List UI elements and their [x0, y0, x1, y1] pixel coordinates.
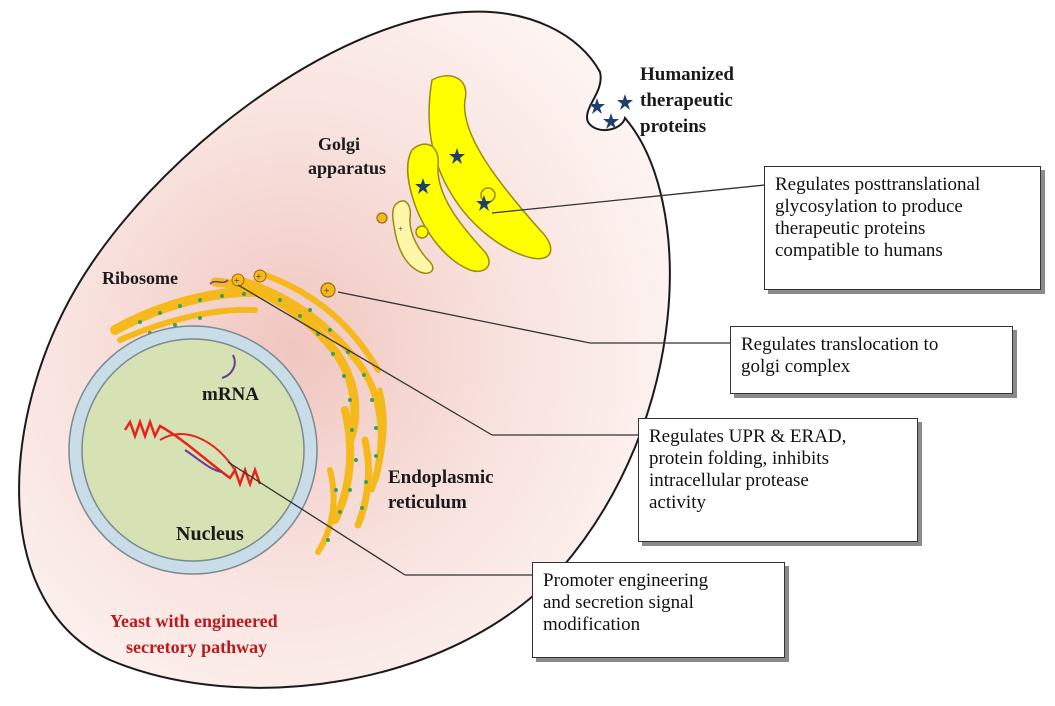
callout-line: therapeutic proteins [775, 218, 926, 239]
callout-line: intracellular protease [649, 470, 809, 491]
svg-text:+: + [234, 276, 240, 287]
golgi-vesicle [415, 225, 429, 239]
svg-text:+: + [398, 224, 403, 234]
callout-line: Regulates posttranslational [775, 174, 981, 195]
er-ribosome-dots [138, 292, 378, 542]
callout-glycosylation: Regulates posttranslational glycosylatio… [764, 166, 1041, 290]
humanized-label-3: proteins [640, 116, 706, 137]
callout-line: modification [543, 614, 641, 635]
golgi-cisterna-large [428, 75, 552, 260]
yeast-label-2: secretory pathway [126, 637, 267, 657]
mrna-strand [221, 354, 236, 379]
svg-text:+: + [324, 286, 330, 297]
svg-text:+: + [256, 272, 262, 283]
transport-vesicle: + [320, 282, 336, 298]
er-label-2: reticulum [388, 492, 467, 513]
golgi-cisterna-middle [407, 143, 490, 272]
callout-line: golgi complex [741, 356, 851, 377]
star-icon [476, 195, 492, 211]
yeast-label-1: Yeast with engineered [110, 611, 278, 631]
ribosome: + + [209, 269, 267, 287]
callout-translocation: Regulates translocation to golgi complex [730, 326, 1013, 394]
nucleus [68, 325, 318, 575]
humanized-label-1: Humanized [640, 64, 734, 85]
humanized-label-2: therapeutic [640, 90, 733, 111]
star-icon [415, 178, 431, 194]
star-icon [603, 113, 619, 129]
callout-line: and secretion signal [543, 592, 694, 613]
callout-line: glycosylation to produce [775, 196, 963, 217]
star-icon [589, 98, 605, 114]
callout-promoter: Promoter engineering and secretion signa… [532, 562, 785, 658]
callout-upr-erad: Regulates UPR & ERAD, protein folding, i… [638, 418, 918, 542]
leader-lines [227, 184, 766, 576]
golgi-vesicle [376, 212, 388, 224]
callout-line: protein folding, inhibits [649, 448, 829, 469]
star-icon [449, 148, 465, 164]
secreted-protein-stars [589, 94, 633, 129]
dna-strand [123, 418, 262, 488]
ribosome-label: Ribosome [102, 268, 178, 288]
golgi-cisterna-small [391, 200, 434, 274]
golgi-apparatus: + [376, 75, 552, 274]
callout-line: Regulates UPR & ERAD, [649, 426, 847, 447]
golgi-label-2: apparatus [308, 158, 386, 178]
nucleus-label: Nucleus [176, 523, 244, 545]
callout-line: compatible to humans [775, 240, 943, 261]
callout-line: Promoter engineering [543, 570, 709, 591]
callout-line: activity [649, 492, 706, 513]
golgi-label-1: Golgi [318, 134, 360, 154]
mrna-label: mRNA [202, 384, 259, 405]
er-label-1: Endoplasmic [388, 467, 494, 488]
callout-line: Regulates translocation to [741, 334, 939, 355]
star-icon [617, 94, 633, 110]
